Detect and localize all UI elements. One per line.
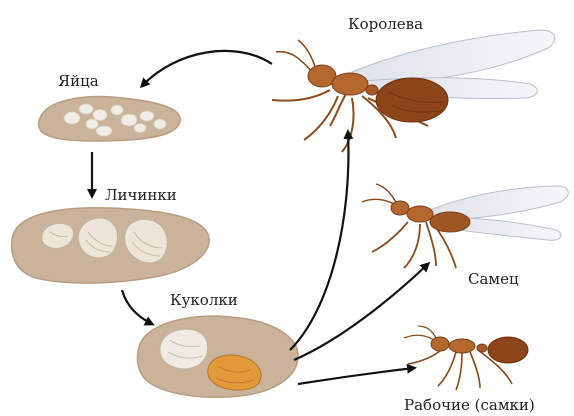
arrow-pupae-to-workers [298, 368, 414, 384]
queen-ant [272, 30, 555, 152]
eggs-mound [39, 97, 180, 141]
larva-2 [78, 218, 117, 258]
label-pupae: Куколки [170, 293, 238, 308]
arrow-pupae-to-queen [290, 132, 348, 350]
arrow-pupae-to-male [294, 264, 428, 360]
arrow-larvae-to-pupae [122, 290, 152, 324]
label-male: Самец [468, 272, 519, 287]
pupa-white [160, 329, 208, 369]
pupae-mound [138, 316, 298, 397]
worker-ant [404, 326, 528, 390]
larvae-mound [12, 208, 210, 283]
arrow-queen-to-eggs [142, 51, 272, 86]
male-ant [362, 184, 568, 268]
label-queen: Королева [348, 17, 423, 32]
label-larvae: Личинки [105, 188, 177, 203]
label-workers: Рабочие (самки) [404, 398, 535, 413]
label-eggs: Яйца [58, 74, 99, 89]
